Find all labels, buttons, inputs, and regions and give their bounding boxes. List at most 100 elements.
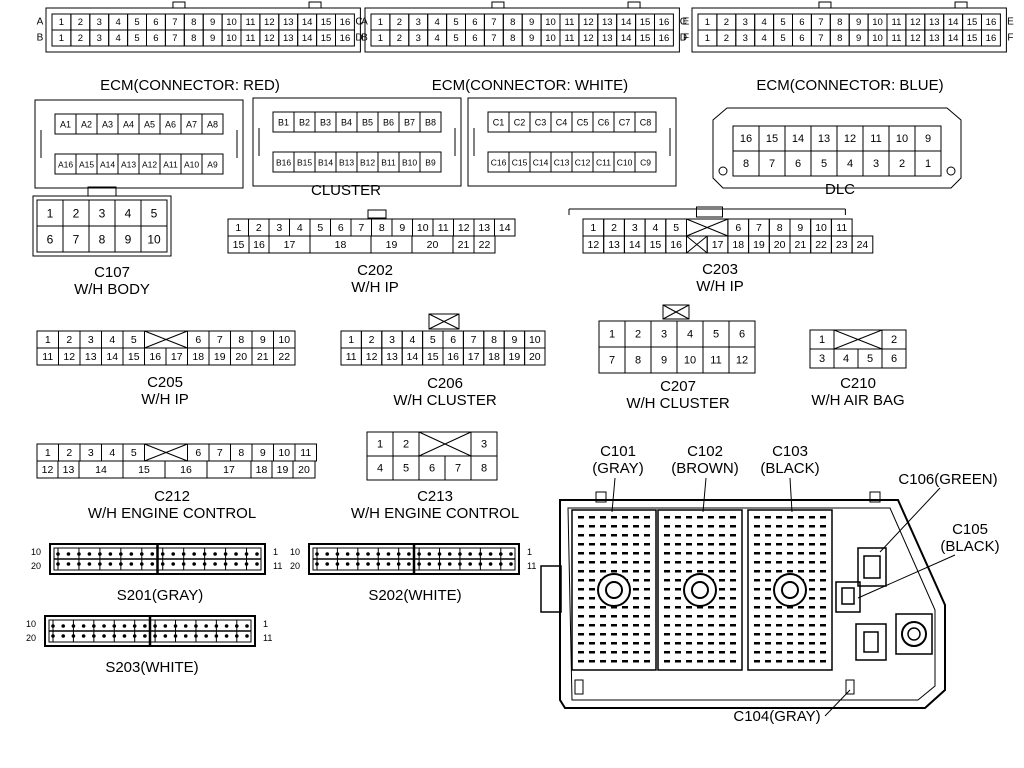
c102-terminal	[675, 552, 681, 555]
c103-terminal	[820, 570, 826, 573]
c103-terminal	[765, 561, 771, 564]
c101-terminal	[600, 651, 606, 654]
c101-terminal	[589, 660, 595, 663]
c103-terminal	[798, 660, 804, 663]
s202-pin-dot	[468, 552, 472, 556]
ecm-white-housing	[364, 7, 680, 53]
c206-pin: 17	[468, 351, 480, 363]
c212-pin: 19	[277, 464, 289, 476]
c107-pin: 9	[125, 233, 132, 247]
cluster-c-pin: C3	[535, 118, 547, 128]
c203-name: C203	[702, 261, 738, 278]
c107-pin: 7	[73, 233, 80, 247]
c206-pin: 16	[447, 351, 459, 363]
c103-terminal	[787, 516, 793, 519]
c101-terminal	[611, 633, 617, 636]
junction-stud-center	[907, 627, 921, 641]
c101-terminal	[622, 561, 628, 564]
junction-side-tab	[540, 565, 562, 613]
ecm-white-pin: 14	[621, 17, 632, 28]
c212-pin: 2	[66, 447, 72, 459]
c101-terminal	[578, 534, 584, 537]
ecm-white-pin: 8	[510, 33, 515, 44]
c205-cell	[273, 347, 296, 366]
c103-terminal	[820, 642, 826, 645]
ecm-white-pin: 12	[583, 17, 594, 28]
c205-pin: 10	[278, 334, 290, 346]
c105-socket-inner	[841, 587, 855, 605]
c203-pin: 15	[650, 239, 662, 251]
c103-terminal	[765, 606, 771, 609]
c101-terminal	[589, 543, 595, 546]
c101-terminal	[589, 642, 595, 645]
c103-terminal	[765, 651, 771, 654]
c102-terminal	[675, 588, 681, 591]
c102-terminal	[730, 552, 736, 555]
s203-pin-dot	[245, 634, 249, 638]
c206-pin: 5	[430, 334, 436, 346]
c105-leader	[857, 554, 956, 599]
c101-terminal	[589, 579, 595, 582]
c213-pin: 3	[481, 439, 487, 451]
s201-pin-dot	[87, 562, 92, 566]
c202-pin: 14	[499, 222, 511, 234]
ecm-red-pin: 7	[172, 17, 177, 28]
c206-cell	[524, 347, 546, 366]
ecm-red-pin: 5	[134, 33, 139, 44]
ecm-blue-pin: 14	[948, 33, 959, 44]
dlc-pin: 3	[873, 158, 879, 170]
c101-terminal	[589, 516, 595, 519]
c101-terminal	[633, 552, 639, 555]
c102-terminal	[664, 615, 670, 618]
cluster-c-pin: C8	[640, 118, 652, 128]
c203-sub: W/H IP	[696, 278, 744, 295]
c101-terminal	[611, 561, 617, 564]
c103-terminal	[776, 606, 782, 609]
c206-pin: 14	[407, 351, 419, 363]
ecm-blue-pin: 15	[967, 33, 978, 44]
s203-pin-dot	[81, 624, 86, 628]
c102-terminal	[730, 642, 736, 645]
cluster-a-pin: A14	[100, 160, 115, 170]
c101-terminal	[644, 651, 650, 654]
c102-leader	[702, 477, 707, 513]
c207-name: C207	[660, 378, 696, 395]
c103-terminal	[820, 561, 826, 564]
c102-terminal	[675, 624, 681, 627]
ecm-red-pin: 9	[210, 17, 215, 28]
ecm-white-pin: 4	[435, 17, 440, 28]
dlc-pin: 10	[896, 133, 908, 145]
c103-terminal	[754, 606, 760, 609]
c101-terminal	[589, 597, 595, 600]
c102-terminal	[697, 633, 703, 636]
c107-pin: 8	[99, 233, 106, 247]
c103-terminal	[798, 534, 804, 537]
c205-pin: 4	[109, 334, 115, 346]
c103-terminal	[798, 624, 804, 627]
c212-pin: 7	[217, 447, 223, 459]
c102-terminal	[675, 660, 681, 663]
c101-terminal	[600, 624, 606, 627]
c102-terminal	[719, 642, 725, 645]
c102-terminal	[719, 660, 725, 663]
c103-terminal	[754, 624, 760, 627]
cluster-a-pin: A3	[102, 120, 113, 130]
c102-terminal	[697, 606, 703, 609]
c212-pin: 4	[109, 447, 115, 459]
c103-terminal	[754, 516, 760, 519]
locking-tab	[308, 1, 322, 9]
c102-terminal	[719, 588, 725, 591]
c203-pin: 4	[653, 222, 659, 234]
c213-pin: 7	[455, 463, 461, 475]
c103-terminal	[809, 651, 815, 654]
c101-terminal	[644, 588, 650, 591]
ecm-blue-housing	[691, 7, 1007, 53]
cluster-b-pin: B1	[278, 118, 289, 128]
s203-pin-dot	[245, 624, 249, 628]
c101-terminal	[589, 615, 595, 618]
c103-terminal	[809, 660, 815, 663]
c103-terminal	[754, 642, 760, 645]
cluster-a-pin: A2	[81, 120, 92, 130]
